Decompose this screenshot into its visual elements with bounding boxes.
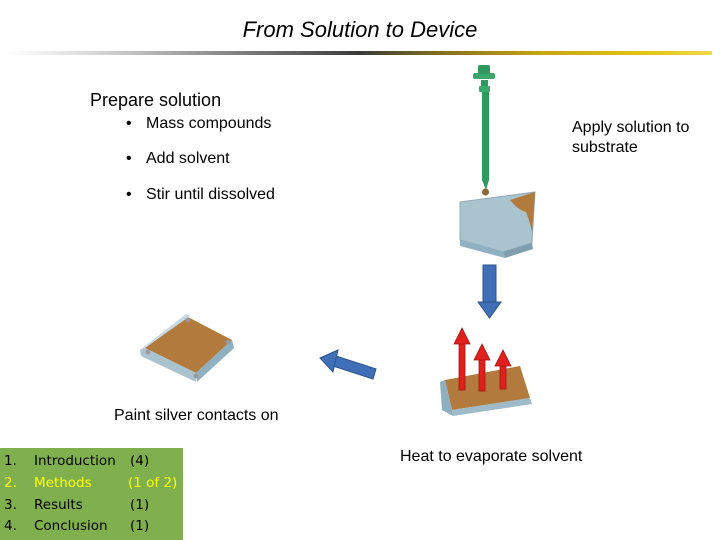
prepare-steps-list: •Mass compounds •Add solvent •Stir until… (126, 115, 386, 215)
outline-navigation: 1. Introduction (4) 2. Methods (1 of 2) … (0, 448, 183, 540)
apply-solution-caption: Apply solution to substrate (572, 119, 690, 156)
bullet-icon: • (126, 150, 132, 167)
silver-contact (225, 339, 231, 345)
heat-caption: Heat to evaporate solvent (400, 448, 583, 465)
title-divider (8, 51, 712, 55)
step-mass-compounds: •Mass compounds (126, 115, 272, 132)
heated-substrate (440, 366, 532, 416)
slide-title: From Solution to Device (242, 17, 478, 42)
step-add-solvent: •Add solvent (126, 150, 230, 167)
finished-device (140, 314, 234, 382)
bullet-icon: • (126, 115, 132, 132)
pipette-icon (473, 65, 495, 196)
silver-contact (193, 373, 199, 379)
prepare-solution-heading: Prepare solution (90, 90, 222, 110)
bullet-icon: • (126, 186, 132, 203)
step-stir: •Stir until dissolved (126, 186, 275, 203)
coated-substrate-top (459, 191, 536, 258)
silver-contact (145, 349, 151, 355)
silver-contact (185, 317, 191, 323)
paint-contacts-caption: Paint silver contacts on (114, 407, 279, 424)
heat-arrows-icon (453, 327, 512, 392)
arrow-down-icon (477, 264, 502, 319)
arrow-left-icon (319, 349, 377, 380)
